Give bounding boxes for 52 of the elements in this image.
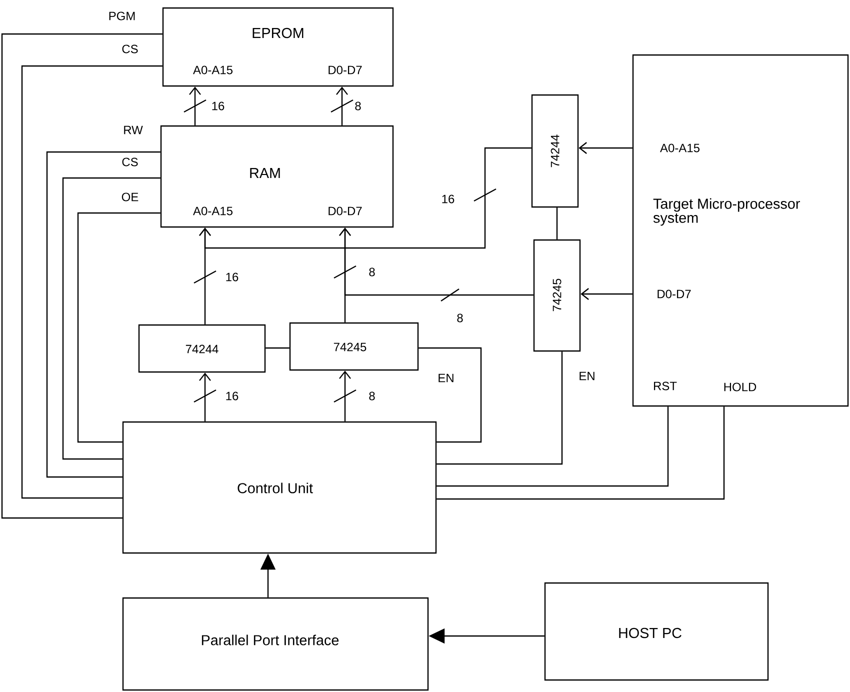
edge-label: PGM: [109, 12, 135, 20]
connector: [580, 288, 632, 300]
pin-label: A0-A15: [660, 144, 700, 152]
connector: [578, 142, 632, 154]
connector: [77, 212, 160, 443]
edge-label: 16: [226, 392, 238, 400]
edge-label: 16: [212, 102, 224, 110]
chip-label: 74245: [334, 342, 366, 352]
connector: [418, 347, 482, 443]
connector: [339, 228, 534, 296]
pin-label: D0-D7: [658, 290, 691, 298]
edge-label: OE: [122, 192, 138, 202]
pin-label: HOLD: [724, 382, 756, 392]
chip-label: 74244: [186, 344, 218, 354]
pin-label: A0-A15: [193, 206, 232, 216]
edge-label: CS: [122, 44, 138, 54]
chip-name: RAM: [250, 168, 280, 178]
connector: [62, 177, 160, 460]
connector: [436, 352, 563, 465]
chip-label: 74244: [550, 134, 560, 168]
block-label: Control Unit: [238, 482, 313, 494]
connector: [339, 370, 351, 422]
edge-label: 8: [369, 268, 375, 276]
edge-label: 8: [355, 102, 361, 110]
connector: [21, 65, 162, 499]
connector: [556, 208, 558, 240]
connector: [336, 86, 348, 126]
connector: [436, 406, 669, 487]
edge-label: 16: [442, 194, 454, 204]
edge-label: EN: [580, 372, 594, 380]
pin-label: RST: [654, 382, 677, 390]
block-label: Parallel Port Interface: [202, 634, 339, 646]
chip-label: 74245: [552, 278, 562, 312]
connector: [436, 406, 725, 500]
connector: [266, 347, 290, 349]
edge-label: CS: [122, 158, 138, 166]
edge-label: 8: [369, 392, 375, 400]
system-title: Target Micro-processor system: [653, 198, 800, 226]
edge-label: 16: [226, 272, 238, 282]
edge-label: RW: [124, 126, 143, 134]
edge-label: 8: [457, 314, 463, 322]
chip-name: EPROM: [252, 28, 304, 38]
connector: [189, 86, 201, 126]
connector: [199, 147, 532, 249]
block-label: HOST PC: [619, 628, 682, 638]
connector: [1, 33, 162, 519]
pin-label: D0-D7: [328, 66, 362, 74]
connector: [46, 151, 160, 478]
connector: [199, 372, 211, 422]
edge-label: EN: [438, 374, 454, 382]
pin-label: A0-A15: [193, 66, 232, 74]
pin-label: D0-D7: [328, 206, 362, 216]
